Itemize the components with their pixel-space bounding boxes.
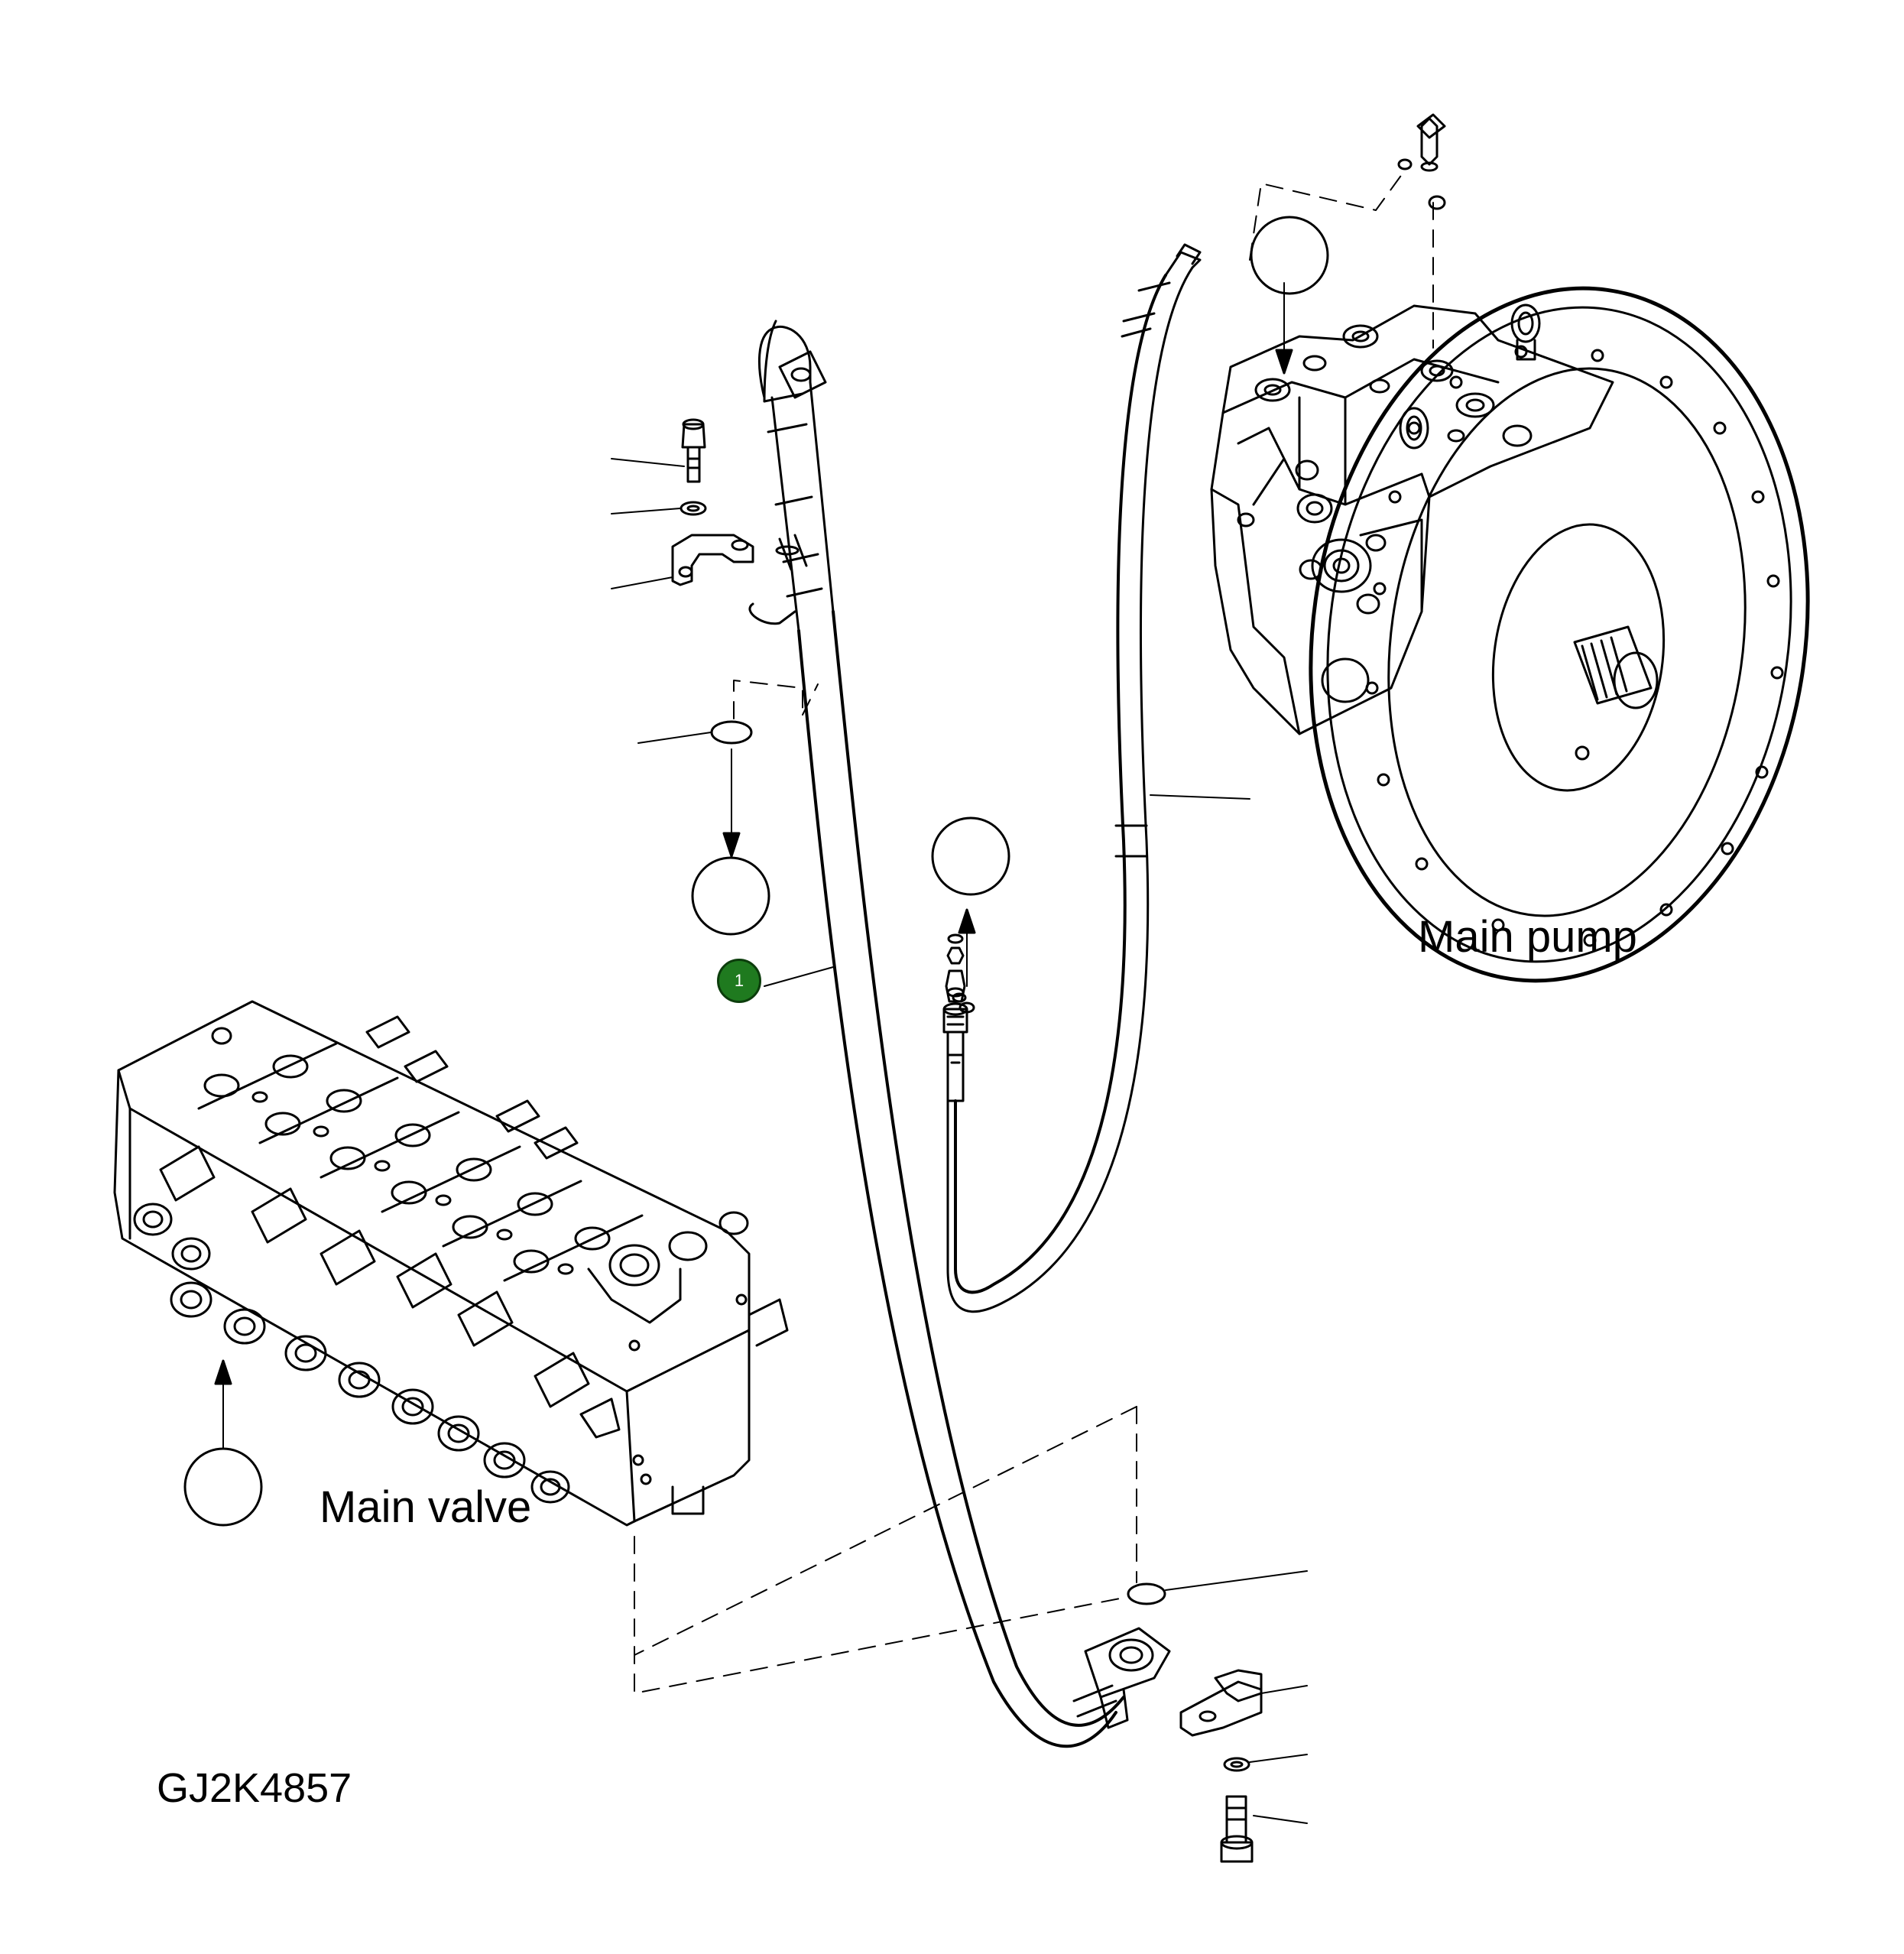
drawing-code: GJ2K4857 bbox=[157, 1765, 352, 1811]
clamp-parts-top bbox=[611, 418, 754, 589]
main-valve-assembly bbox=[113, 1000, 789, 1527]
callout-1-marker[interactable]: 1 bbox=[717, 959, 761, 1003]
callout-number: 1 bbox=[734, 971, 744, 990]
main-valve-label: Main valve bbox=[319, 1482, 532, 1532]
dashed-centerlines bbox=[634, 167, 1434, 1694]
main-pump-label: Main pump bbox=[1418, 912, 1637, 962]
hose-assembly-1 bbox=[748, 320, 1171, 1748]
reference-markers bbox=[183, 216, 1329, 1527]
main-pump-assembly bbox=[1210, 113, 1810, 983]
pilot-hose bbox=[942, 243, 1202, 1313]
clamp-parts-bottom bbox=[1127, 1570, 1308, 1863]
